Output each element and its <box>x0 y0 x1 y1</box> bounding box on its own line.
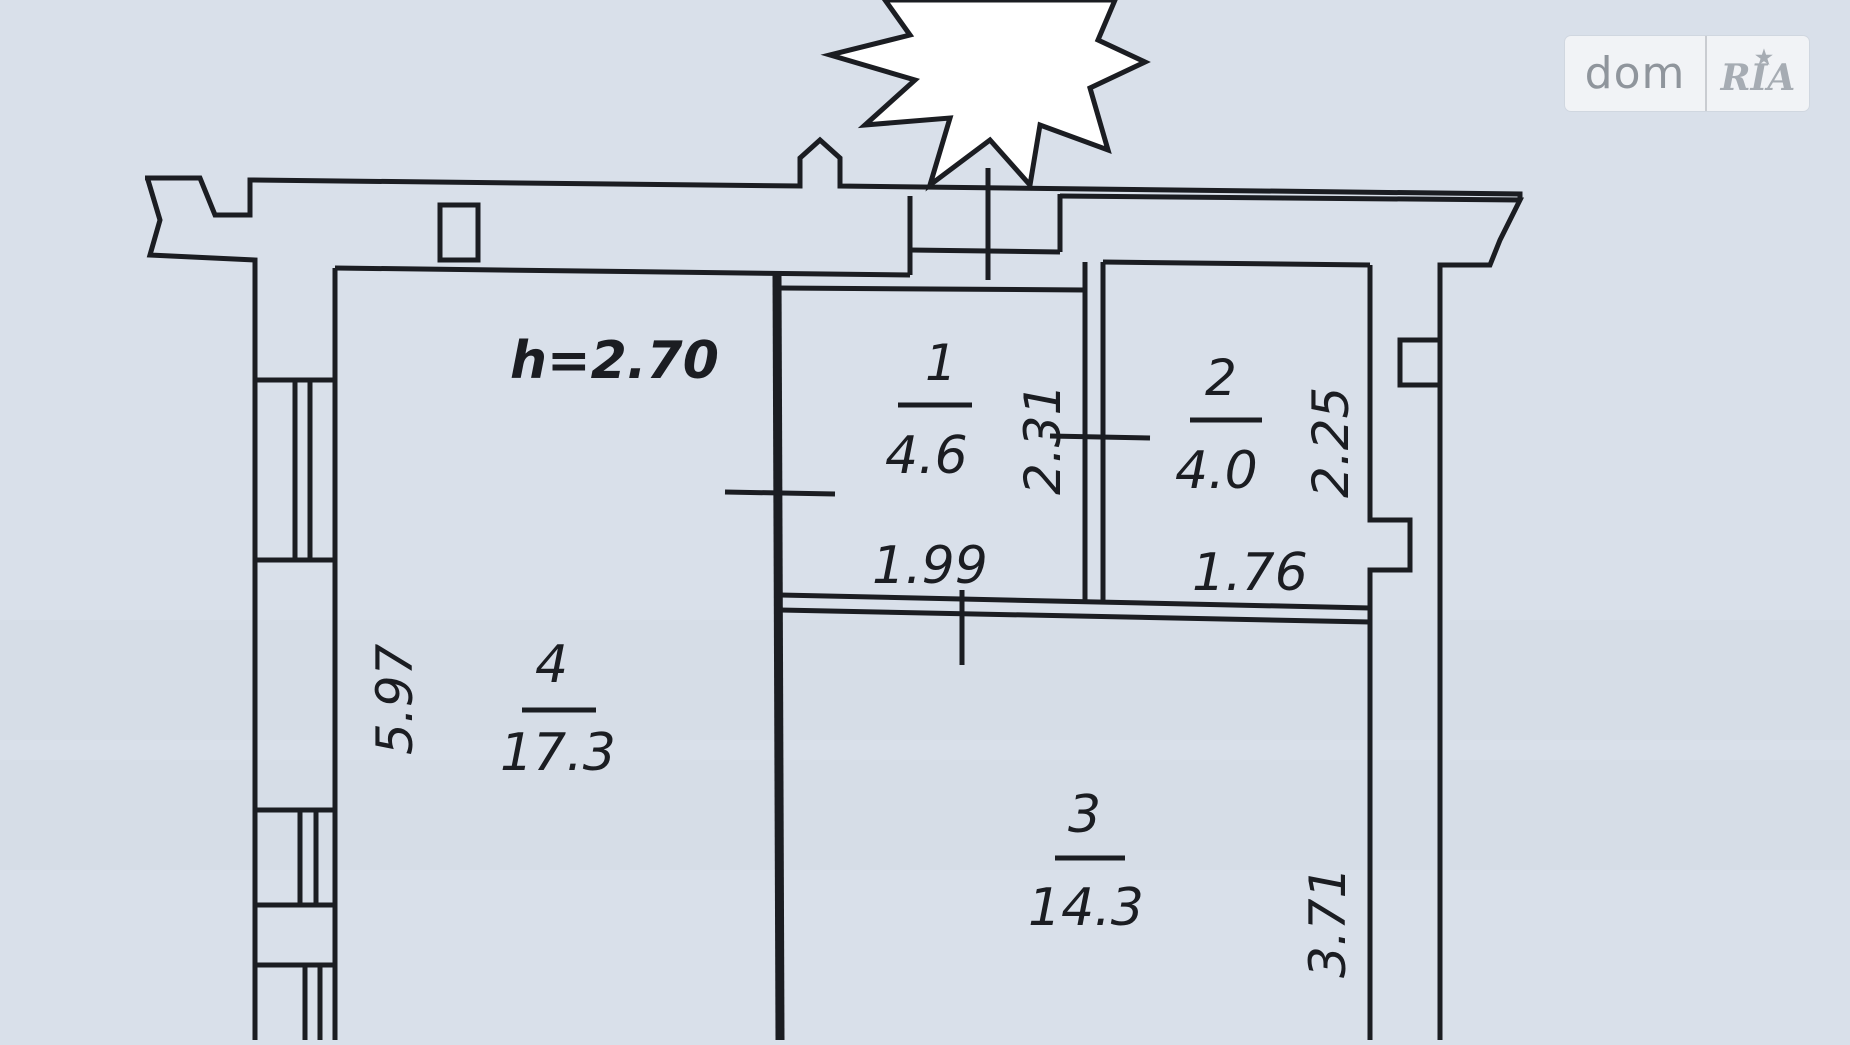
watermark-dom-text: dom <box>1584 48 1686 99</box>
door-mark-room4 <box>724 489 836 497</box>
partition-main <box>772 274 785 1041</box>
faint-band-1 <box>0 620 1850 740</box>
walls <box>145 136 1525 1041</box>
faint-band-2 <box>0 760 1850 870</box>
room-3-number: 3 <box>1068 785 1101 845</box>
room-2-area: 4.0 <box>1175 441 1258 501</box>
dimension-room2-width: 1.76 <box>1192 543 1308 603</box>
watermark-ria-text: RIA <box>1720 56 1796 99</box>
column-left <box>437 202 481 263</box>
right-outer-wall <box>1059 193 1525 1040</box>
dimension-room4-height: 5.97 <box>366 643 424 755</box>
top-opening-line <box>909 247 1061 255</box>
right-inner-wall <box>1367 265 1413 1040</box>
watermark-divider <box>1705 36 1707 111</box>
dimension-room1-height: 2.31 <box>1014 384 1072 495</box>
right-protrusion <box>1397 337 1440 388</box>
room-2-number: 2 <box>1205 349 1237 407</box>
star-icon: ★ <box>1755 44 1773 69</box>
room-4-number: 4 <box>535 635 568 695</box>
door-mark-room2 <box>1049 433 1151 441</box>
top-outer-wall <box>145 136 1523 218</box>
dimension-room1-width: 1.99 <box>872 536 988 596</box>
partition-horizontal-b <box>779 607 1371 625</box>
room-3-area: 14.3 <box>1028 878 1144 938</box>
room-1-area: 4.6 <box>885 426 968 486</box>
room2-top <box>1102 259 1371 268</box>
dimension-room2-height: 2.25 <box>1302 387 1360 498</box>
room-1-number: 1 <box>925 334 957 392</box>
partition-horizontal <box>779 592 1371 611</box>
room1-top <box>779 285 1086 293</box>
ceiling-height-label: h=2.70 <box>510 331 719 391</box>
top-inner-wall-left <box>334 265 911 278</box>
room-4-area: 17.3 <box>500 723 616 783</box>
watermark-ria-logo: ★ RIA <box>1707 45 1809 99</box>
star-censor-shape <box>820 0 1151 192</box>
dimension-room3-height: 3.71 <box>1299 867 1357 978</box>
domria-watermark: dom ★ RIA <box>1565 36 1809 111</box>
